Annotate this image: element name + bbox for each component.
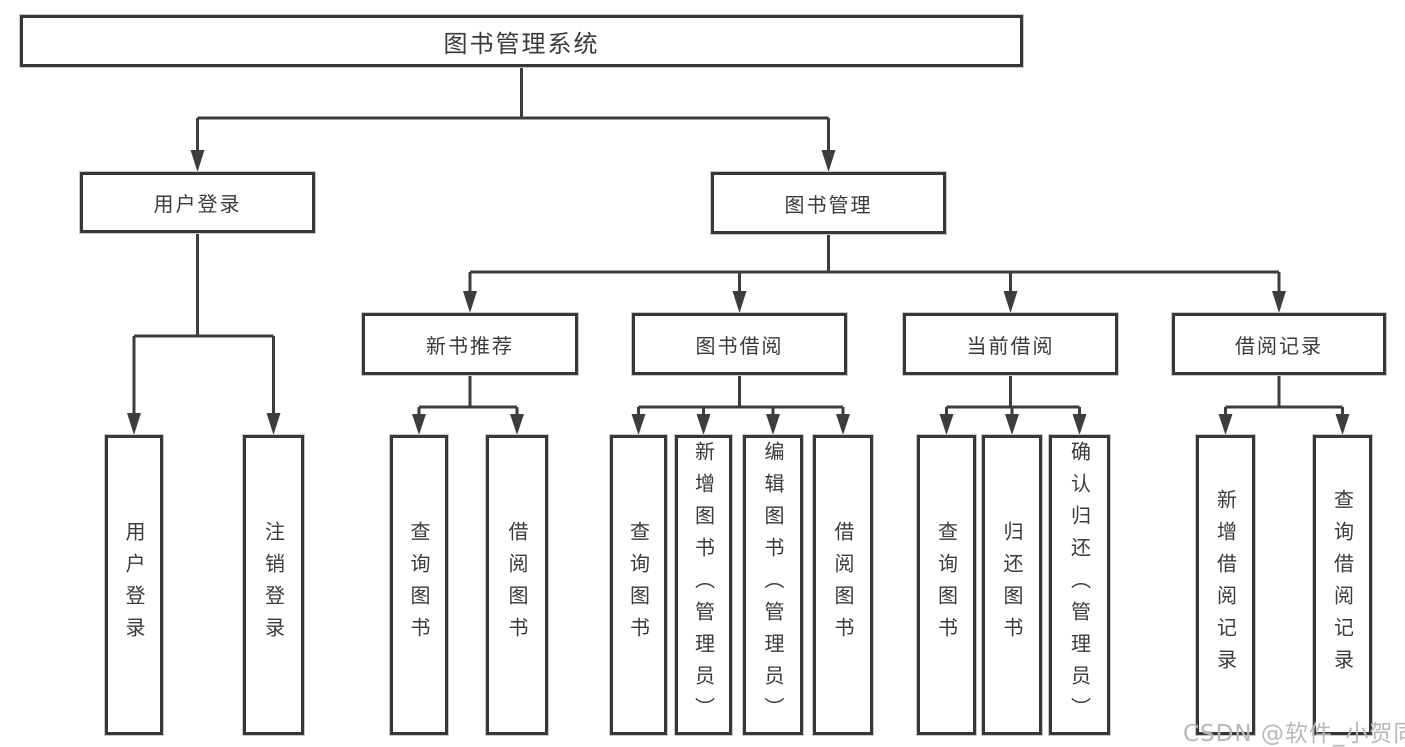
node-current-borrowing-label: 当前借阅	[966, 333, 1055, 358]
leaf-logout-label: 注销登录	[261, 521, 286, 649]
arrowhead	[1335, 414, 1350, 435]
node-book-borrowing: 图书借阅	[632, 313, 847, 375]
arrowhead	[732, 291, 747, 313]
node-book-management-label: 图书管理	[784, 192, 873, 217]
leaf-borrow-books: 借阅图书	[813, 435, 873, 735]
node-book-management: 图书管理	[711, 172, 946, 234]
leaf-add-books-admin: 新增图书（管理员）	[675, 435, 732, 735]
node-new-book-recommend-label: 新书推荐	[426, 333, 514, 358]
leaf-query-books-borrowing-label: 查询图书	[626, 521, 651, 649]
arrowhead	[412, 414, 426, 435]
watermark-text: CSDN @软件_小贺同学	[1183, 721, 1405, 747]
arrowhead	[1072, 414, 1087, 435]
leaf-query-books-borrowing: 查询图书	[610, 435, 667, 735]
leaf-add-borrow-record-label: 新增借阅记录	[1213, 489, 1238, 681]
leaf-query-books-current-label: 查询图书	[934, 521, 959, 649]
arrowhead	[1272, 291, 1286, 313]
arrowhead	[463, 291, 477, 313]
leaf-user-login: 用户登录	[105, 435, 163, 735]
arrowhead	[127, 413, 141, 435]
leaf-borrow-books-recommend: 借阅图书	[486, 435, 548, 735]
leaf-add-borrow-record: 新增借阅记录	[1196, 435, 1255, 735]
leaf-borrow-books-recommend-label: 借阅图书	[505, 521, 529, 649]
node-book-borrowing-label: 图书借阅	[695, 333, 784, 358]
arrowhead	[766, 414, 780, 435]
leaf-borrow-books-label: 借阅图书	[831, 521, 855, 649]
arrowhead	[510, 414, 524, 435]
arrowhead	[631, 414, 646, 435]
leaf-user-login-label: 用户登录	[122, 521, 146, 649]
node-root: 图书管理系统	[20, 15, 1023, 67]
node-new-book-recommend: 新书推荐	[362, 313, 578, 375]
leaf-add-books-admin-label: 新增图书（管理员）	[691, 441, 716, 729]
leaf-query-books-recommend-label: 查询图书	[407, 521, 431, 649]
arrowhead	[1218, 414, 1233, 435]
arrowhead	[266, 413, 281, 435]
node-user-login-label: 用户登录	[153, 192, 242, 216]
arrowhead	[939, 414, 954, 435]
node-borrowing-records-label: 借阅记录	[1235, 333, 1323, 358]
leaf-query-borrow-record: 查询借阅记录	[1313, 435, 1372, 735]
leaf-edit-books-admin: 编辑图书（管理员）	[743, 435, 803, 735]
arrowhead	[190, 150, 205, 172]
leaf-query-borrow-record-label: 查询借阅记录	[1330, 489, 1355, 681]
leaf-return-books: 归还图书	[982, 435, 1042, 735]
node-root-label: 图书管理系统	[443, 29, 600, 58]
leaf-query-books-recommend: 查询图书	[390, 435, 448, 735]
leaf-return-books-label: 归还图书	[1000, 521, 1024, 649]
arrowhead	[1003, 291, 1018, 313]
arrowhead	[836, 414, 850, 435]
node-borrowing-records: 借阅记录	[1172, 313, 1386, 375]
leaf-confirm-return-admin: 确认归还（管理员）	[1049, 435, 1110, 735]
node-user-login: 用户登录	[80, 172, 315, 233]
arrowhead	[821, 150, 836, 172]
leaf-query-books-current: 查询图书	[917, 435, 976, 735]
node-current-borrowing: 当前借阅	[903, 313, 1118, 375]
arrowhead	[696, 414, 711, 435]
arrowhead	[1005, 414, 1019, 435]
leaf-confirm-return-admin-label: 确认归还（管理员）	[1067, 441, 1092, 729]
leaf-logout: 注销登录	[243, 435, 304, 735]
leaf-edit-books-admin-label: 编辑图书（管理员）	[761, 441, 785, 729]
